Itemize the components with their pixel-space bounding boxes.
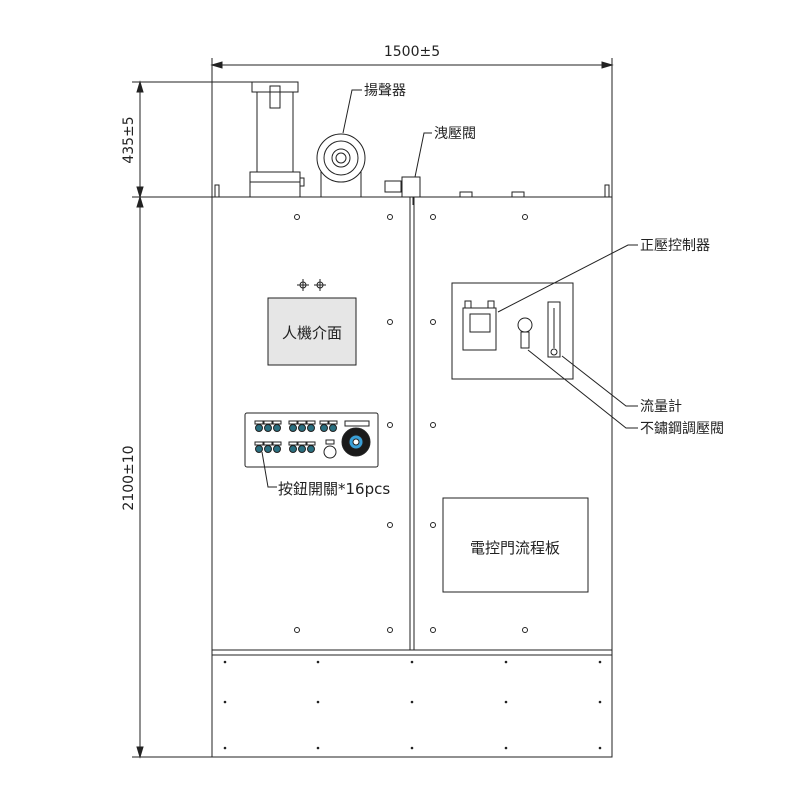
base-hole [504,700,508,704]
door-hole [387,214,393,220]
door-hole [522,627,528,633]
width-dimension-text: 1500±5 [384,44,440,60]
hmi-label: 人機介面 [282,324,342,342]
filter-cylinder [249,81,305,198]
button-tag [306,441,316,446]
speaker [316,133,366,198]
door-hole [430,627,436,633]
leader-lines [342,89,638,429]
push-button [289,424,297,432]
button-tag [254,441,264,446]
relief-valve [384,176,421,205]
door-hole [430,319,436,325]
base-hole [223,746,227,750]
door-hole [387,319,393,325]
height-dimensions: 435±5 2100±10 [121,80,290,759]
buttons-label: 按鈕開關*16pcs [278,480,390,498]
button-tag [306,420,316,425]
button-tag [263,441,273,446]
door-holes [294,214,528,633]
button-tag [272,420,282,425]
door-hole [430,522,436,528]
pressure-controller-label: 正壓控制器 [640,238,710,254]
flow-board-label: 電控門流程板 [470,539,560,557]
pneumatic-panel [451,282,574,380]
body-height-text: 2100±10 [121,445,137,510]
push-button [255,445,263,453]
flow-meter-label: 流量計 [640,399,682,415]
push-button [298,445,306,453]
button-tag [272,441,282,446]
regulator-label: 不鏽鋼調壓閥 [640,421,724,437]
door-hole [294,214,300,220]
base-hole [598,660,602,664]
base-hole [598,700,602,704]
door-hole [522,214,528,220]
button-tag [254,420,264,425]
base-hole [598,746,602,750]
base-hole [316,700,320,704]
button-tag [319,420,329,425]
speaker-label: 揚聲器 [364,82,406,99]
button-tag [288,420,298,425]
push-button [329,424,337,432]
push-button [264,424,272,432]
door-hole [430,422,436,428]
button-tag [263,420,273,425]
push-button [255,424,263,432]
cabinet-body [211,196,613,758]
door-hole [387,522,393,528]
push-button [307,445,315,453]
push-button [307,424,315,432]
button-tag [297,441,307,446]
push-button [298,424,306,432]
push-button [289,445,297,453]
door-hole [387,422,393,428]
door-hole [387,627,393,633]
door-hole [294,627,300,633]
relief-valve-label: 洩壓閥 [434,126,476,142]
push-button [273,445,281,453]
base-hole [410,700,414,704]
push-button [273,424,281,432]
width-dimension: 1500±5 [210,44,614,197]
base-hole [504,746,508,750]
door-hole [430,214,436,220]
base-hole [504,660,508,664]
button-tag [288,441,298,446]
base-hole [316,660,320,664]
button-tag [297,420,307,425]
base-hole [223,700,227,704]
flow-board: 電控門流程板 [442,497,589,593]
push-button [320,424,328,432]
top-height-text: 435±5 [121,116,137,163]
base-hole [410,746,414,750]
base-hole [410,660,414,664]
hmi-screen: 人機介面 [267,279,357,366]
base-hole [223,660,227,664]
button-panel [244,412,379,468]
base-hole [316,746,320,750]
base-holes [223,660,602,750]
push-button [264,445,272,453]
button-tag [328,420,338,425]
